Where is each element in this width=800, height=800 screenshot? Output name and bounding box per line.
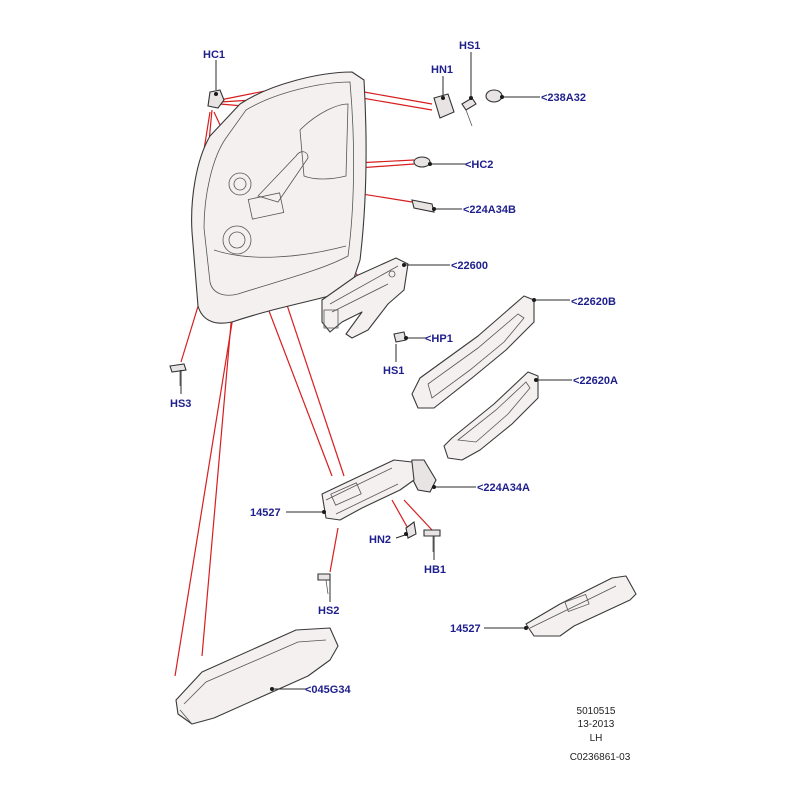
22600-door-handle xyxy=(321,257,450,339)
label-22620b: <22620B xyxy=(571,296,616,308)
footer-ref: C0236861-03 xyxy=(570,752,631,763)
hs3-screw xyxy=(169,363,187,394)
label-hc2: <HC2 xyxy=(465,159,493,171)
label-hc1: HC1 xyxy=(203,49,225,61)
label-238a32: <238A32 xyxy=(541,92,586,104)
label-hn1: HN1 xyxy=(431,64,453,76)
hs2-screw xyxy=(317,573,331,602)
224a34b-bracket xyxy=(411,199,462,213)
label-hb1: HB1 xyxy=(424,564,446,576)
footer-code: 5010515 xyxy=(577,706,616,717)
label-22620a: <22620A xyxy=(573,375,618,387)
hn2-clip xyxy=(395,521,417,539)
label-hs3: HS3 xyxy=(170,398,191,410)
hc2-clip xyxy=(413,156,466,168)
label-22600: <22600 xyxy=(451,260,488,272)
22620b-bezel xyxy=(411,295,570,409)
footer-block: 5010515 13-2013 LH C0236861-03 xyxy=(570,706,631,763)
label-224a34b: <224A34B xyxy=(463,204,516,216)
22620a-bezel xyxy=(443,371,572,461)
door-trim-panel xyxy=(191,71,367,324)
hp1-pin xyxy=(393,331,426,362)
label-hp1: <HP1 xyxy=(425,333,453,345)
224a34a-bracket xyxy=(409,459,476,493)
045g34-armrest xyxy=(175,627,339,725)
hn1-clip xyxy=(433,76,455,119)
footer-side: LH xyxy=(590,733,603,744)
14527-switch-pack-left xyxy=(286,459,415,521)
label-hs2: HS2 xyxy=(318,605,339,617)
hs1-screw-top xyxy=(461,52,477,127)
label-hn2: HN2 xyxy=(369,534,391,546)
label-224a34a: <224A34A xyxy=(477,482,530,494)
label-14527-left: 14527 xyxy=(250,507,281,519)
label-045g34: <045G34 xyxy=(305,684,351,696)
label-hs1-top: HS1 xyxy=(459,40,480,52)
footer-date: 13-2013 xyxy=(578,719,615,730)
238a32-fastener xyxy=(485,89,540,103)
hc1-clip xyxy=(207,60,225,109)
hb1-bolt xyxy=(423,529,441,560)
label-14527-right: 14527 xyxy=(450,623,481,635)
14527-switch-pack-right xyxy=(484,575,637,637)
label-hs1-mid: HS1 xyxy=(383,365,404,377)
